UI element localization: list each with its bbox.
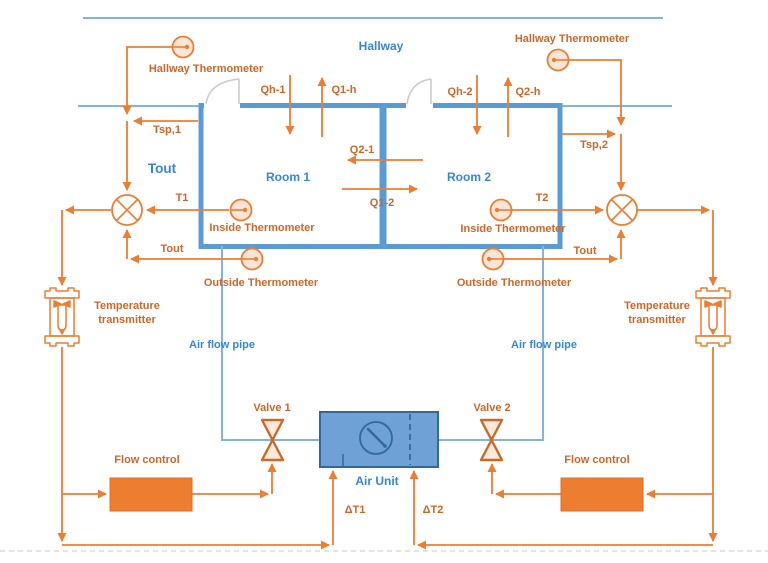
tout-right-label: Tout <box>573 245 597 257</box>
flow-control-box-right[interactable] <box>560 477 644 512</box>
t1-label: T1 <box>175 192 189 204</box>
thermometer-icon-inside-left[interactable] <box>229 198 253 222</box>
hallway-thermometer-right-label: Hallway Thermometer <box>514 33 630 45</box>
air-flow-pipe-left-line <box>221 246 320 441</box>
control-connectors <box>57 46 718 550</box>
connector-hallway-thermo-left <box>122 46 172 115</box>
room1-door-gap <box>204 100 240 111</box>
air-flow-pipe-left-label: Air flow pipe <box>189 339 255 351</box>
flow-control-box-left[interactable] <box>109 477 193 512</box>
dt2-label: ΔT2 <box>422 504 444 516</box>
gauge-needle-tip <box>383 444 387 448</box>
thermometer-icon-hallway-left[interactable] <box>171 35 195 59</box>
outside-thermometer-left-label: Outside Thermometer <box>203 277 319 289</box>
temp-transmitter-right-label: Temperature transmitter <box>624 300 690 327</box>
tsp2-label: Tsp,2 <box>580 139 608 151</box>
thermometer-icon-outside-left[interactable] <box>240 247 264 271</box>
inside-thermometer-right-label: Inside Thermometer <box>460 223 566 235</box>
hallway-wall-lines <box>78 17 672 107</box>
thermometer-icon-inside-right[interactable] <box>489 198 513 222</box>
door-icon <box>205 78 240 105</box>
valve1-label: Valve 1 <box>253 402 291 414</box>
qh1-label: Qh-1 <box>260 84 286 96</box>
tout-left-label: Tout <box>160 243 184 255</box>
t2-label: T2 <box>535 192 549 204</box>
connector-hallway-thermo-right <box>569 59 626 126</box>
air-unit-gauge <box>359 421 393 455</box>
room2-door-gap <box>406 100 433 111</box>
q2h-label: Q2-h <box>515 86 541 98</box>
dt1-label: ΔT1 <box>344 504 366 516</box>
valve2-icon[interactable] <box>479 418 504 462</box>
tsp1-label: Tsp,1 <box>153 124 181 136</box>
mixer-icon-right[interactable] <box>606 194 638 226</box>
q1h-label: Q1-h <box>331 84 357 96</box>
gauge-needle <box>366 427 387 448</box>
q12-label: Q1-2 <box>369 197 395 209</box>
valve2-label: Valve 2 <box>473 402 511 414</box>
outside-thermometer-right-label: Outside Thermometer <box>456 277 572 289</box>
q21-label: Q2-1 <box>349 144 375 156</box>
tout-main-label: Tout <box>147 161 177 176</box>
air-flow-pipe-right-label: Air flow pipe <box>511 339 577 351</box>
flow-control-right-label: Flow control <box>564 454 630 466</box>
hallway-thermometer-left-label: Hallway Thermometer <box>148 63 264 75</box>
air-flow-pipe-right-line <box>438 246 544 441</box>
air-unit-label: Air Unit <box>355 474 399 488</box>
room2-label: Room 2 <box>446 170 492 184</box>
mixer-icon-left[interactable] <box>111 194 143 226</box>
thermometer-icon-hallway-right[interactable] <box>546 48 570 72</box>
qh2-label: Qh-2 <box>447 86 473 98</box>
flow-control-left-label: Flow control <box>114 454 180 466</box>
transmitter-icon-right[interactable] <box>695 287 731 347</box>
door-icon <box>406 78 432 105</box>
thermometer-icon-outside-right[interactable] <box>481 247 505 271</box>
air-unit-icon[interactable] <box>319 411 439 468</box>
room1-label: Room 1 <box>265 170 311 184</box>
valve1-icon[interactable] <box>260 418 285 462</box>
hallway-label: Hallway <box>358 39 404 53</box>
transmitter-icon-left[interactable] <box>44 287 80 347</box>
temp-transmitter-left-label: Temperature transmitter <box>94 300 160 327</box>
room2-walls[interactable] <box>381 78 563 249</box>
air-flow-pipes <box>221 246 544 441</box>
inside-thermometer-left-label: Inside Thermometer <box>209 222 315 234</box>
